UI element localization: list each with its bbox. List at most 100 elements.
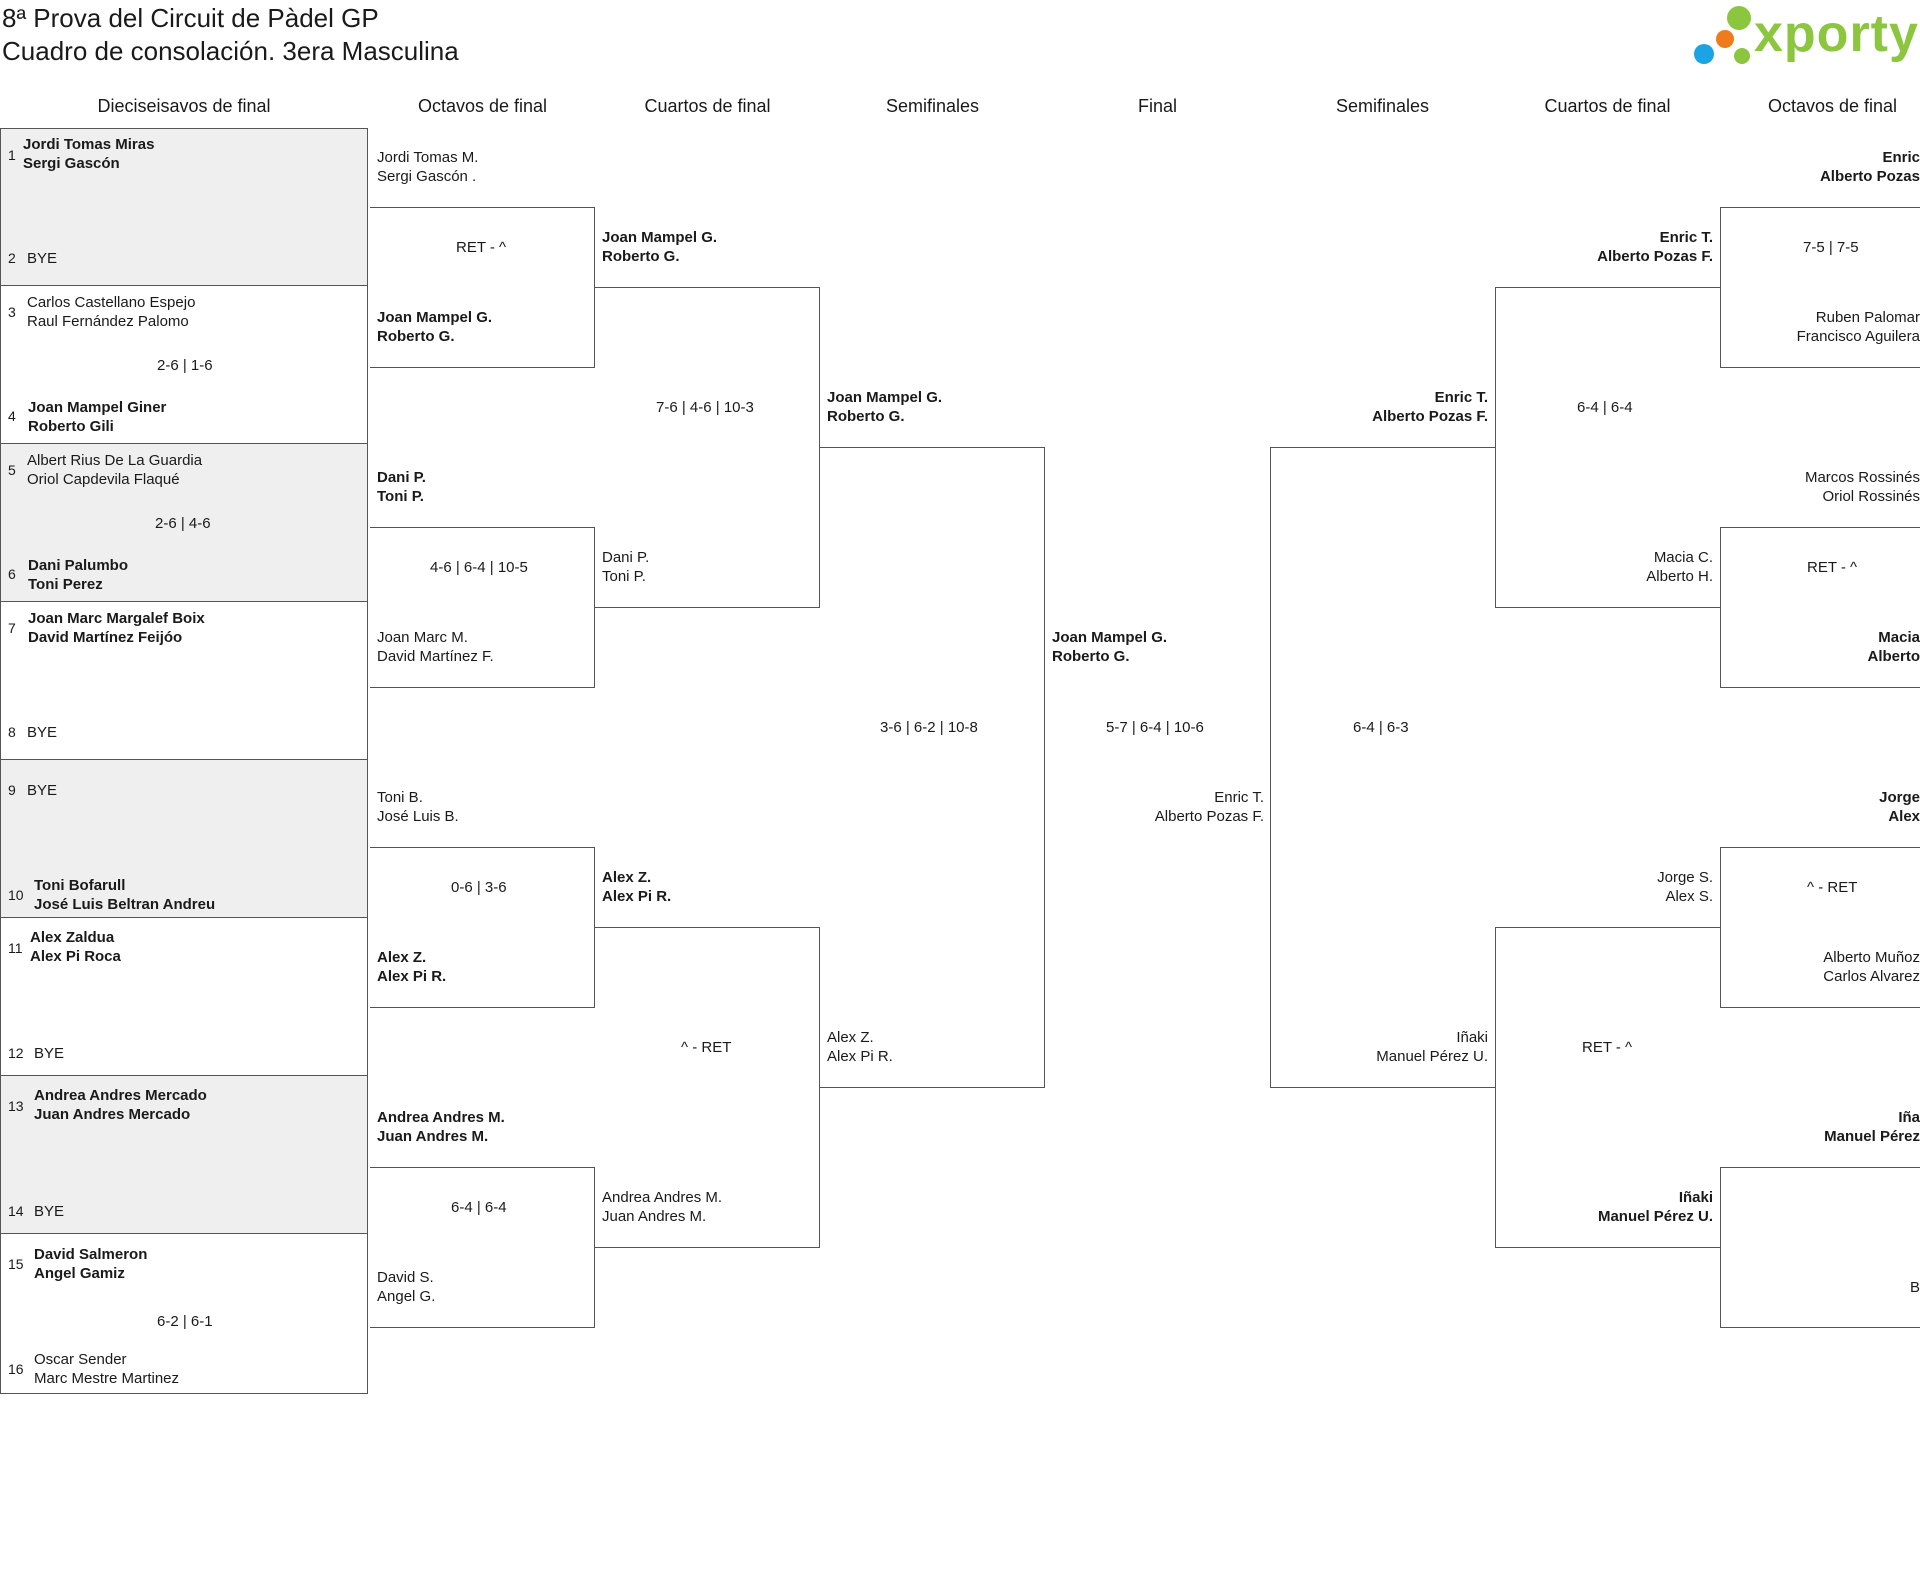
match-box-r16-right-1	[1720, 207, 1920, 368]
score-qf-left-2: ^ - RET	[681, 1039, 732, 1056]
match-score: 2-6 | 1-6	[157, 357, 213, 374]
match-r32-6: 11 Alex Zaldua Alex Pi Roca 12 BYE	[0, 918, 368, 1076]
seed-number: 16	[8, 1361, 24, 1377]
match-r32-1: 1 Jordi Tomas Miras Sergi Gascón 2 BYE	[0, 128, 368, 286]
player-2: Manuel Pérez U.	[1376, 1048, 1488, 1065]
match-box-r16-left-3	[370, 847, 595, 1008]
player-2: Alex Pi R.	[602, 888, 672, 905]
seed-number: 7	[8, 620, 16, 636]
team-names: Joan Mampel Giner Roberto Gili	[28, 398, 166, 436]
match-r32-5: 9 BYE 10 Toni Bofarull José Luis Beltran…	[0, 760, 368, 918]
logo-dot-orange	[1716, 30, 1734, 48]
player-1: Jordi Tomas Miras	[23, 136, 155, 153]
seed-number: 3	[8, 304, 16, 320]
col-r16-right: Octavos de final	[1767, 96, 1898, 116]
player-1: Enric T.	[1214, 789, 1264, 806]
draw-subtitle: Cuadro de consolación. 3era Masculina	[2, 36, 459, 66]
player-2: Alberto Pozas F.	[1372, 408, 1488, 425]
team-sf-left-1: Joan Mampel G.Roberto G.	[827, 388, 942, 426]
player-1: Jordi Tomas M.	[377, 149, 479, 166]
player-2: Toni P.	[377, 488, 424, 505]
player-2: Manuel Pérez	[1824, 1128, 1920, 1145]
player-1: Iña	[1898, 1109, 1920, 1126]
player-1: Alex Z.	[377, 949, 427, 966]
team-names: Carlos Castellano Espejo Raul Fernández …	[27, 293, 195, 331]
col-qf-left: Cuartos de final	[644, 96, 771, 116]
match-box-r16-left-1	[370, 207, 595, 368]
team-r16-left-4: Joan Marc M.David Martínez F.	[377, 628, 494, 666]
player-2: Alberto H.	[1646, 568, 1713, 585]
team-qf-right-3: Jorge S.Alex S.	[1657, 868, 1713, 906]
score-r16-right-2: RET - ^	[1807, 559, 1858, 576]
player-1: Marcos Rossinés	[1804, 469, 1920, 486]
player-2: Angel G.	[377, 1288, 436, 1305]
score-final: 5-7 | 6-4 | 10-6	[1106, 719, 1204, 736]
score-r16-right-1: 7-5 | 7-5	[1803, 239, 1859, 256]
seed-number: 8	[8, 724, 16, 740]
seed-number: 11	[8, 940, 23, 956]
player-1: Oscar Sender	[34, 1351, 127, 1368]
player-1: Macia C.	[1653, 549, 1713, 566]
player-2: Alex Pi R.	[827, 1048, 893, 1065]
logo-text: xporty	[1754, 5, 1919, 63]
player-2: Oriol Capdevila Flaqué	[27, 471, 180, 488]
player-2: Alberto Pozas	[1819, 168, 1920, 185]
seed-number: 10	[8, 887, 24, 903]
seed-number: 14	[8, 1203, 24, 1219]
player-1: David Salmeron	[34, 1246, 148, 1263]
player-1: Iñaki	[1456, 1029, 1488, 1046]
team-qf-left-4: Andrea Andres M. Juan Andres M.	[602, 1188, 722, 1226]
player-1: Toni B.	[377, 789, 423, 806]
team-names: Jordi Tomas Miras Sergi Gascón	[23, 135, 154, 173]
score-qf-right-2: RET - ^	[1582, 1039, 1633, 1056]
player-1: Dani P.	[377, 469, 426, 486]
player-1: Alex Zaldua	[30, 929, 115, 946]
bye-label: BYE	[27, 724, 58, 741]
team-r16-right-8: B	[1910, 1278, 1920, 1297]
seed-number: 5	[8, 462, 16, 478]
player-1: Andrea Andres M.	[377, 1109, 505, 1126]
team-r16-left-7: Andrea Andres M. Juan Andres M.	[377, 1108, 505, 1146]
player-1: Joan Mampel G.	[602, 229, 718, 246]
player-2: Alex Pi R.	[377, 968, 447, 985]
match-r32-7: 13 Andrea Andres Mercado Juan Andres Mer…	[0, 1076, 368, 1234]
player-1: Enric	[1882, 149, 1920, 166]
score-r16-left-2: 4-6 | 6-4 | 10-5	[430, 559, 528, 576]
player-2: José Luis B.	[377, 808, 459, 825]
player-2: Angel Gamiz	[34, 1265, 125, 1282]
player-2: Alberto Pozas F.	[1597, 248, 1713, 265]
team-qf-right-1: Enric T.Alberto Pozas F.	[1597, 228, 1713, 266]
score-r16-left-4: 6-4 | 6-4	[451, 1199, 507, 1216]
player-1: Joan Mampel G.	[1052, 629, 1168, 646]
score-qf-right-1: 6-4 | 6-4	[1577, 399, 1633, 416]
team-qf-right-2: Macia C. Alberto H.	[1646, 548, 1713, 586]
player-1: Joan Marc M.	[377, 629, 468, 646]
player-1: Andrea Andres M.	[602, 1189, 723, 1206]
player-1: Toni Bofarull	[34, 877, 126, 894]
player-2: Sergi Gascón	[23, 155, 120, 172]
team-r16-left-8: David S.Angel G.	[377, 1268, 435, 1306]
team-names: Dani Palumbo Toni Perez	[28, 556, 128, 594]
player-2: Juan Andres M.	[377, 1128, 489, 1145]
team-sf-right-1: Enric T. Alberto Pozas F.	[1372, 388, 1488, 426]
match-score: 6-2 | 6-1	[157, 1313, 213, 1330]
player-1: Alex Z.	[827, 1029, 874, 1046]
team-r16-left-5: Toni B. José Luis B.	[377, 788, 459, 826]
player-2: Juan Andres M.	[602, 1208, 707, 1225]
team-r16-left-1: Jordi Tomas M.Sergi Gascón .	[377, 148, 478, 186]
seed-number: 1	[8, 147, 16, 163]
team-qf-left-2: Dani P.Toni P.	[602, 548, 649, 586]
player-2: Alberto Pozas F.	[1154, 808, 1264, 825]
seed-number: 13	[8, 1098, 24, 1114]
player-1: Enric T.	[1434, 389, 1488, 406]
match-box-sf-left	[820, 447, 1045, 1088]
player-2: Roberto G.	[827, 408, 905, 425]
player-1: B	[1909, 1279, 1920, 1296]
